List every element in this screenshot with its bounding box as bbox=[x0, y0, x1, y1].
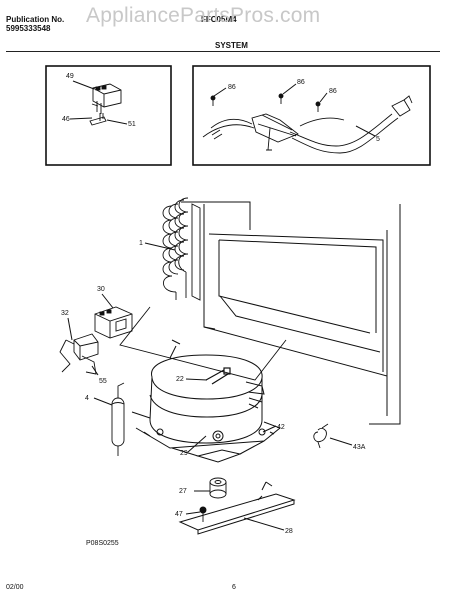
callout-1: 1 bbox=[139, 240, 143, 247]
callout-27: 27 bbox=[179, 488, 187, 495]
watermark: AppliancePartsPros.com bbox=[86, 4, 321, 27]
leader-86a bbox=[213, 87, 227, 97]
publication-number: 5995333548 bbox=[6, 24, 51, 33]
screw-86-c bbox=[315, 101, 321, 112]
footer-date: 02/00 bbox=[6, 584, 24, 591]
leader-5 bbox=[355, 125, 376, 137]
callout-55: 55 bbox=[99, 378, 107, 385]
diagram-code: P08S0255 bbox=[86, 540, 119, 547]
base-plate-part-28 bbox=[178, 481, 296, 535]
model-number: FFC05M4 bbox=[201, 15, 237, 24]
grommet-part-27 bbox=[209, 477, 227, 499]
leader-28 bbox=[243, 517, 285, 531]
callout-46: 46 bbox=[62, 116, 70, 123]
callout-49: 49 bbox=[66, 73, 74, 80]
terminal-22 bbox=[205, 367, 231, 385]
leader-32 bbox=[67, 317, 73, 341]
leader-55 bbox=[91, 365, 99, 376]
leader-43a bbox=[329, 437, 353, 446]
leader-49 bbox=[72, 80, 95, 90]
relay-part-49 bbox=[89, 83, 122, 126]
leader-86c bbox=[319, 92, 328, 103]
screw-part-47 bbox=[199, 506, 207, 522]
freezer-cabinet bbox=[181, 201, 401, 425]
inset-relay-box bbox=[45, 65, 172, 166]
screw-86-b bbox=[278, 93, 284, 104]
overload-part-32 bbox=[59, 333, 99, 373]
section-title: SYSTEM bbox=[215, 41, 248, 50]
header-rule bbox=[6, 51, 440, 52]
callout-43a: 43A bbox=[353, 444, 366, 451]
callout-29: 29 bbox=[180, 450, 188, 457]
harness-wires bbox=[202, 95, 413, 154]
leader-29 bbox=[187, 435, 207, 453]
relay-part-30 bbox=[94, 306, 133, 339]
callout-5: 5 bbox=[376, 136, 380, 143]
callout-4: 4 bbox=[85, 395, 89, 402]
callout-28: 28 bbox=[285, 528, 293, 535]
callout-32: 32 bbox=[61, 310, 69, 317]
condenser-coil bbox=[162, 197, 201, 301]
leader-4 bbox=[93, 397, 113, 406]
screw-86-a bbox=[210, 95, 216, 106]
callout-47: 47 bbox=[175, 511, 183, 518]
callout-30: 30 bbox=[97, 286, 105, 293]
page-number: 6 bbox=[232, 584, 236, 591]
leader-1 bbox=[144, 242, 176, 251]
callout-51: 51 bbox=[128, 121, 136, 128]
callout-86a: 86 bbox=[228, 84, 236, 91]
leader-22 bbox=[185, 378, 208, 381]
clip-part-55 bbox=[81, 355, 97, 375]
leader-47 bbox=[185, 511, 201, 515]
callout-86b: 86 bbox=[297, 79, 305, 86]
clip-part-43a bbox=[313, 423, 329, 449]
drier-part-4 bbox=[111, 382, 125, 456]
leader-42 bbox=[262, 425, 277, 433]
inset-harness-box bbox=[192, 65, 431, 166]
leader-30 bbox=[101, 293, 114, 309]
publication-label: Publication No. bbox=[6, 15, 65, 24]
callout-42: 42 bbox=[277, 424, 285, 431]
leader-86b bbox=[282, 83, 297, 95]
leader-46 bbox=[69, 117, 93, 120]
callout-22: 22 bbox=[176, 376, 184, 383]
callout-86c: 86 bbox=[329, 88, 337, 95]
relay-bracket bbox=[119, 306, 287, 381]
compressor-part-29 bbox=[131, 339, 281, 463]
leader-51 bbox=[106, 119, 128, 125]
